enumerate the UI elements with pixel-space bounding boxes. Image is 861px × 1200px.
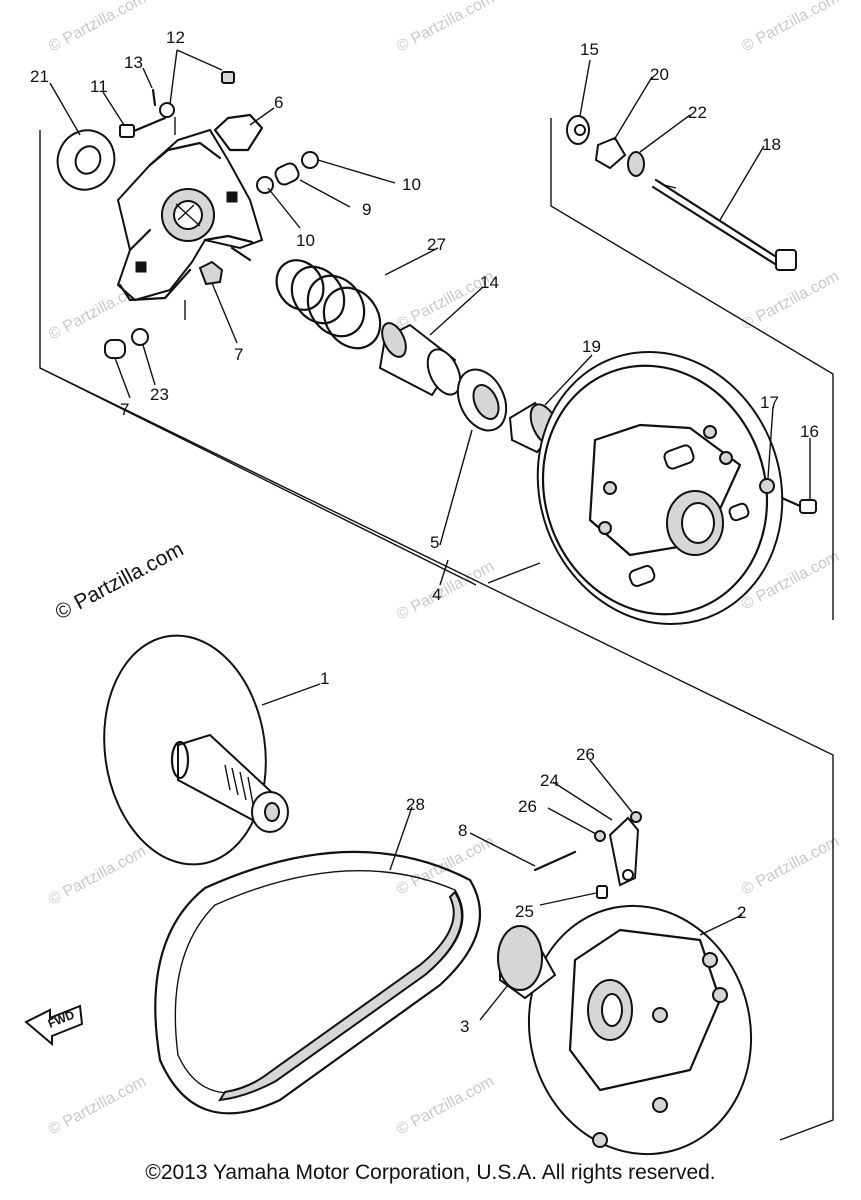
callout-7-left: 7	[120, 400, 129, 419]
callout-7-right: 7	[234, 345, 243, 364]
leader-lines	[49, 49, 811, 1021]
part-6-spider-housing	[116, 113, 264, 320]
callout-layer: 21 11 13 12 6 10 9 10 7 7 23 27 14 15 20…	[30, 28, 819, 1036]
callout-2: 2	[737, 903, 746, 922]
part-20-plate	[594, 136, 627, 170]
part-26-clip	[594, 811, 642, 842]
watermark-text: © Partzilla.com	[46, 843, 149, 909]
callout-4: 4	[432, 585, 441, 604]
part-4-clutch-cover	[536, 350, 784, 626]
part-9-bushing	[274, 162, 300, 186]
watermark-text: © Partzilla.com	[394, 833, 497, 899]
part-7-weight	[104, 260, 224, 359]
part-24-arm	[608, 816, 640, 887]
callout-11: 11	[90, 77, 108, 96]
part-22-washer	[627, 151, 645, 177]
part-1-fixed-sheave	[103, 634, 289, 866]
part-18-shaft-bolt	[651, 178, 797, 271]
callout-1: 1	[320, 669, 329, 688]
part-8-pin	[533, 850, 577, 872]
callout-8: 8	[458, 821, 467, 840]
callout-10-top: 10	[402, 175, 421, 194]
copyright-notice: ©2013 Yamaha Motor Corporation, U.S.A. A…	[145, 1161, 716, 1184]
part-21-washer	[56, 129, 116, 191]
part-11-bolt	[119, 116, 167, 138]
frame-line	[487, 562, 541, 584]
callout-26-left: 26	[518, 797, 537, 816]
callout-17: 17	[760, 393, 779, 412]
frame-line	[39, 367, 834, 1141]
callout-25: 25	[515, 902, 534, 921]
callout-12: 12	[166, 28, 185, 47]
callout-5: 5	[430, 533, 439, 552]
part-12-nut	[159, 71, 235, 118]
callout-3: 3	[460, 1017, 469, 1036]
callout-13: 13	[124, 53, 143, 72]
callout-9: 9	[362, 200, 371, 219]
part-10-collar	[256, 151, 319, 194]
frame-line	[550, 118, 834, 620]
part-15-clip	[566, 115, 590, 145]
part-2-movable-sheave	[527, 904, 753, 1156]
watermark-text: © Partzilla.com	[739, 833, 842, 899]
part-28-drive-belt	[154, 850, 482, 1115]
callout-6: 6	[274, 93, 283, 112]
callout-10-lower: 10	[296, 231, 315, 250]
callout-21: 21	[30, 67, 49, 86]
part-17-washer	[759, 478, 775, 494]
part-23-washer	[131, 328, 149, 346]
part-14-sleeve	[378, 322, 462, 397]
part-16-bolt	[780, 496, 817, 514]
watermark-text: © Partzilla.com	[739, 0, 842, 56]
group-frame-lines	[39, 118, 834, 1141]
callout-14: 14	[480, 273, 499, 292]
watermark-text: © Partzilla.com	[394, 1073, 497, 1139]
callout-19: 19	[582, 337, 601, 356]
callout-28: 28	[406, 795, 425, 814]
callout-24: 24	[540, 771, 559, 790]
callout-22: 22	[688, 103, 707, 122]
callout-26-top: 26	[576, 745, 595, 764]
callout-20: 20	[650, 65, 669, 84]
watermark-text: © Partzilla.com	[739, 268, 842, 334]
partzilla-watermark: © Partzilla.com	[52, 538, 188, 625]
exploded-clutch-diagram: © Partzilla.com © Partzilla.com © Partzi…	[24, 0, 842, 1156]
part-5-seal	[456, 368, 508, 432]
part-25-pin	[596, 885, 608, 899]
watermark-text: © Partzilla.com	[394, 0, 497, 56]
part-3-bushing	[497, 925, 557, 1000]
callout-18: 18	[762, 135, 781, 154]
watermark-text: © Partzilla.com	[46, 1073, 149, 1139]
callout-23: 23	[150, 385, 169, 404]
part-27-spring	[275, 259, 382, 350]
fwd-arrow-icon: FWD	[24, 1004, 84, 1047]
callout-15: 15	[580, 40, 599, 59]
callout-16: 16	[800, 422, 819, 441]
watermark-text: © Partzilla.com	[46, 0, 149, 56]
callout-27: 27	[427, 235, 446, 254]
part-13-pin	[151, 88, 157, 107]
